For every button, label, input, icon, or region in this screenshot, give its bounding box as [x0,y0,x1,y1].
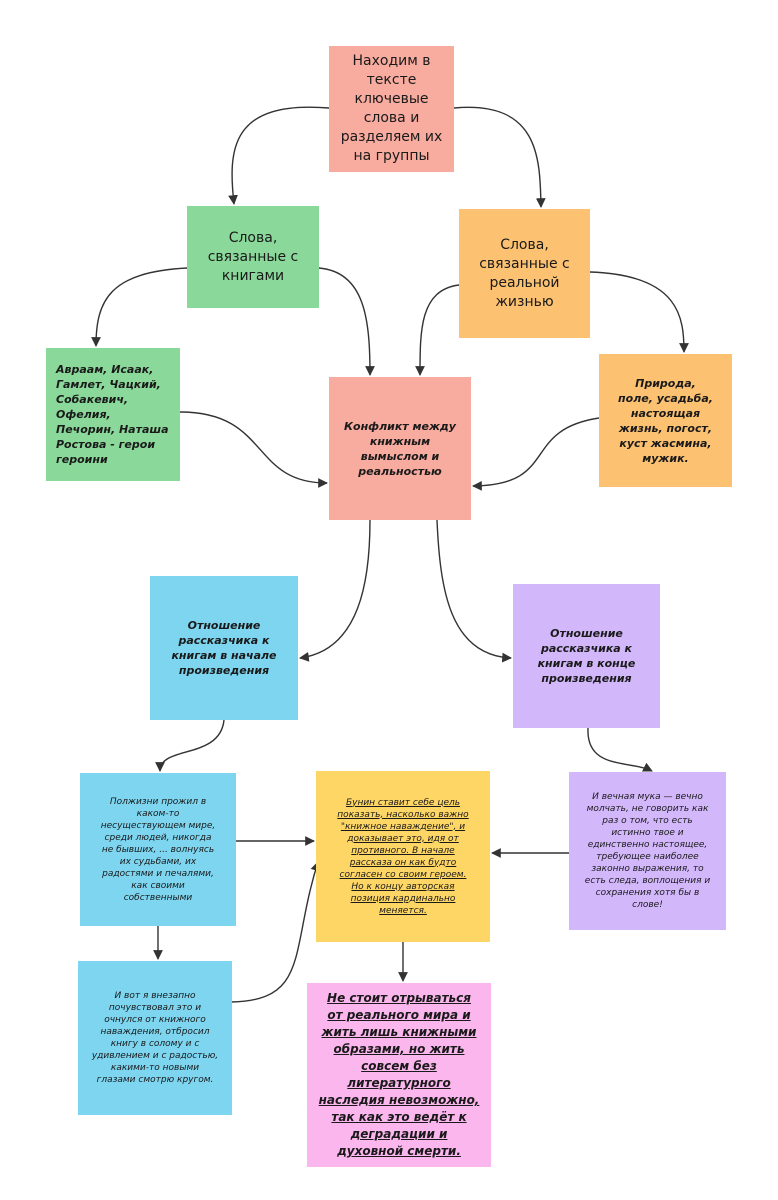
arrow-root-to-life [453,106,546,208]
arrow-conflict-to-end [436,519,512,663]
node-quote-awakening-text: И вот я внезапно почувствовал это и очну… [91,991,219,1085]
node-quote-eternal-torment-text: И вечная мука — вечно молчать, не говори… [584,792,711,910]
arrow-end-to-torment [587,727,653,772]
node-attitude-end: Отношение рассказчика к книгам в конце п… [513,584,660,728]
node-conflict-text: Конфликт между книжным вымыслом и реальн… [344,419,456,478]
arrow-suddenly-to-center [231,861,320,1003]
arrow-begin-to-halflife [155,719,225,772]
node-attitude-beginning-text: Отношение рассказчика к книгам в начале … [171,619,277,677]
node-conclusion-text: Не стоит отрываться от реального мира и … [318,991,480,1158]
arrow-conflict-to-begin [299,519,371,662]
node-conflict: Конфликт между книжным вымыслом и реальн… [329,377,471,520]
node-attitude-end-text: Отношение рассказчика к книгам в конце п… [537,627,636,685]
node-quote-half-life: Полжизни прожил в каком-то несуществующе… [80,773,236,926]
node-real-life-words: Слова, связанные с реальной жизнью [459,209,590,338]
arrow-life-to-conflict [415,284,460,376]
node-book-words: Слова, связанные с книгами [187,206,319,308]
node-find-keywords: Находим в тексте ключевые слова и раздел… [329,46,454,172]
arrow-books-to-conflict [318,267,375,376]
node-heroes-text: Авраам, Исаак, Гамлет, Чацкий, Собакевич… [56,363,169,466]
arrow-nature-to-conflict [472,417,600,491]
node-real-life-words-text: Слова, связанные с реальной жизнью [479,236,570,310]
node-quote-awakening: И вот я внезапно почувствовал это и очну… [78,961,232,1115]
arrow-books-to-heroes [91,267,188,347]
arrow-life-to-nature [589,271,689,353]
arrow-root-to-books [228,106,330,205]
arrow-heroes-to-conflict [179,411,328,488]
node-heroes: Авраам, Исаак, Гамлет, Чацкий, Собакевич… [46,348,180,481]
node-attitude-beginning: Отношение рассказчика к книгам в начале … [150,576,298,720]
node-conclusion: Не стоит отрываться от реального мира и … [307,983,491,1167]
node-find-keywords-text: Находим в тексте ключевые слова и раздел… [340,53,443,164]
node-quote-eternal-torment: И вечная мука — вечно молчать, не говори… [569,772,726,930]
node-nature-text: Природа, поле, усадьба, настоящая жизнь,… [618,376,713,465]
node-quote-half-life-text: Полжизни прожил в каком-то несуществующе… [100,796,216,903]
node-author-goal-text: Бунин ставит себе цель показать, насколь… [337,797,469,916]
node-book-words-text: Слова, связанные с книгами [207,229,299,284]
node-nature: Природа, поле, усадьба, настоящая жизнь,… [599,354,732,487]
node-author-goal: Бунин ставит себе цель показать, насколь… [316,771,490,942]
